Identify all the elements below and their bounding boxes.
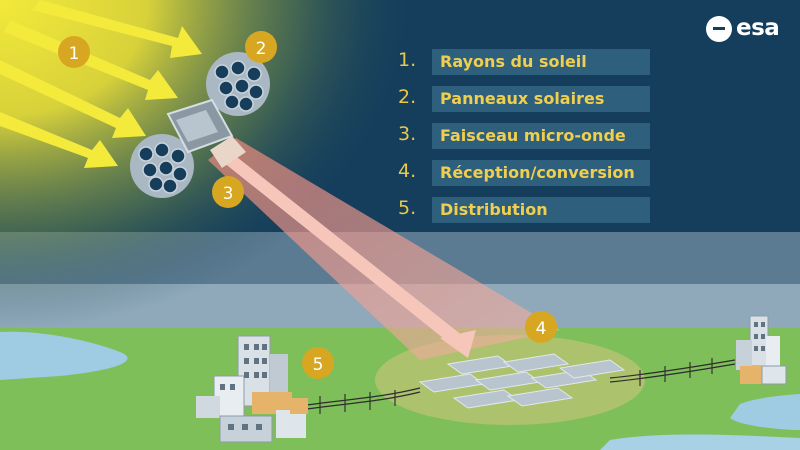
esa-logo-text: esa	[736, 15, 780, 41]
marker-2-label: 2	[256, 39, 267, 59]
legend-label-box	[432, 86, 650, 112]
legend-number: 3.	[398, 123, 417, 145]
microwave-beam	[208, 138, 560, 360]
marker-5-label: 5	[313, 355, 324, 375]
power-line-left	[299, 387, 421, 411]
satellite-body-panel	[176, 110, 218, 142]
beam-arrow-shaft	[218, 150, 468, 350]
legend-label: Panneaux solaires	[440, 89, 605, 108]
legend-label-box	[432, 123, 650, 149]
legend-label: Faisceau micro-onde	[440, 126, 626, 145]
marker-2: 2	[245, 31, 277, 63]
satellite	[130, 52, 270, 198]
legend-item-solar-panels: 2. Panneaux solaires	[398, 84, 658, 121]
marker-1: 1	[58, 36, 90, 68]
marker-3-label: 3	[223, 184, 234, 204]
legend-label-box	[432, 49, 650, 75]
marker-3: 3	[212, 176, 244, 208]
marker-1-label: 1	[69, 44, 80, 64]
power-poles	[319, 358, 713, 414]
solar-panel-upper	[206, 52, 270, 116]
marker-5: 5	[302, 347, 334, 379]
legend-number: 1.	[398, 49, 417, 71]
receiving-antenna-array	[418, 353, 626, 409]
power-line-right	[609, 359, 736, 383]
legend-item-reception: 4. Réception/conversion	[398, 158, 658, 195]
legend-item-distribution: 5. Distribution	[398, 195, 658, 232]
legend-item-microwave-beam: 3. Faisceau micro-onde	[398, 121, 658, 158]
legend-label: Réception/conversion	[440, 163, 635, 182]
legend-number: 2.	[398, 86, 417, 108]
solar-panel-lower	[130, 134, 194, 198]
sun-rays	[0, 0, 202, 168]
legend-label-box	[432, 160, 650, 186]
legend-label: Distribution	[440, 200, 548, 219]
satellite-emitter	[210, 136, 246, 168]
esa-logo: esa	[706, 14, 786, 46]
esa-logo-mark-icon	[706, 16, 732, 42]
marker-4: 4	[525, 311, 557, 343]
city-left	[196, 335, 308, 443]
legend-label: Rayons du soleil	[440, 52, 587, 71]
legend: 1. Rayons du soleil 2. Panneaux solaires…	[398, 47, 658, 232]
city-right	[736, 315, 787, 385]
legend-number: 5.	[398, 197, 417, 219]
marker-4-label: 4	[536, 319, 547, 339]
beam-arrow-head	[440, 330, 476, 358]
legend-label-box	[432, 197, 650, 223]
legend-number: 4.	[398, 160, 417, 182]
water-right	[730, 394, 800, 430]
water-bottom	[600, 434, 800, 450]
legend-item-sun-rays: 1. Rayons du soleil	[398, 47, 658, 84]
water-left	[0, 331, 128, 380]
